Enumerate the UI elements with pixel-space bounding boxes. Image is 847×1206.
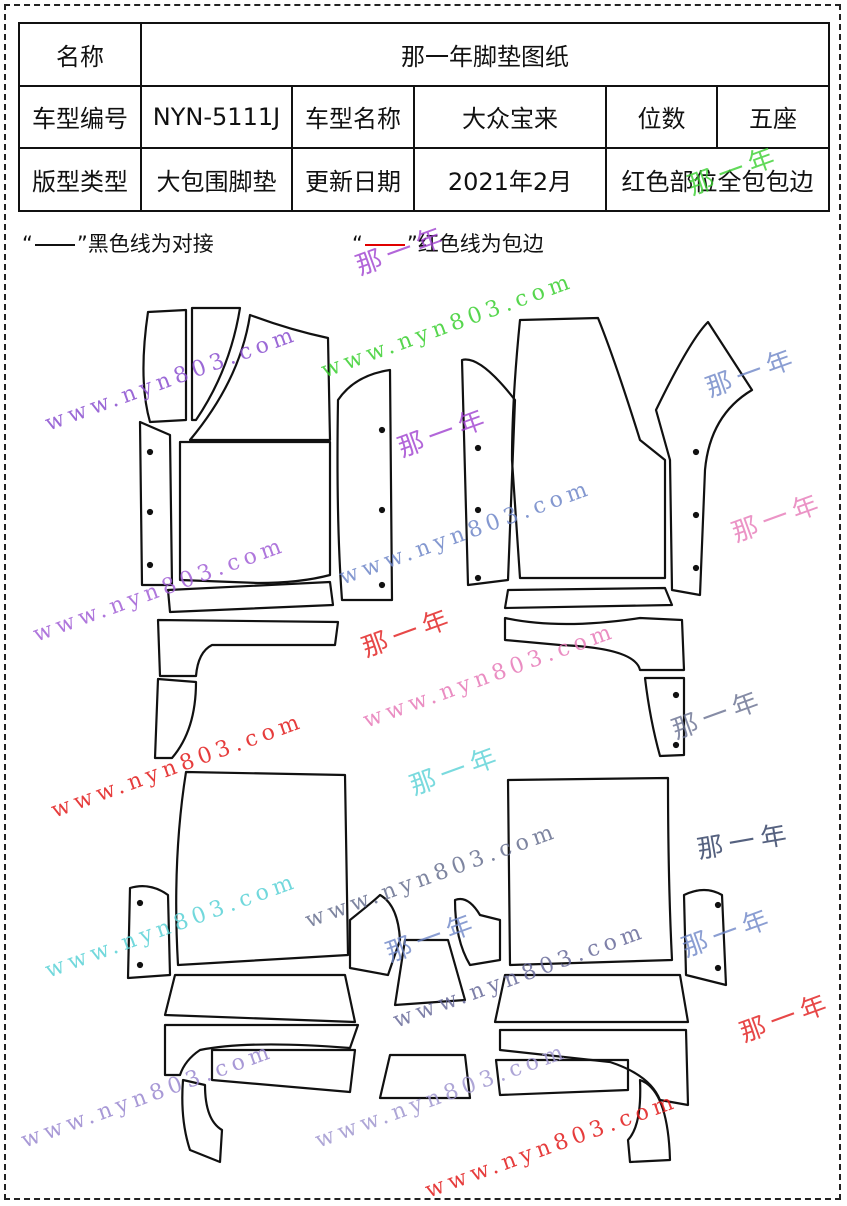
date-value: 2021年2月 [413, 147, 607, 212]
mat-piece [378, 1053, 472, 1100]
mat-piece [166, 580, 335, 614]
mat-piece [498, 1028, 690, 1107]
black-line-swatch [34, 244, 75, 246]
mat-piece [210, 1048, 357, 1094]
legend-black-open: “ [22, 232, 33, 256]
mat-piece [503, 616, 686, 672]
mat-hole [146, 448, 154, 456]
model-no-value: NYN-5111J [140, 84, 293, 150]
name-label: 名称 [18, 22, 142, 87]
legend-red-text: ”红色线为包边 [406, 232, 544, 256]
mat-piece [493, 973, 690, 1024]
mat-hole [146, 561, 154, 569]
mat-piece [453, 897, 502, 967]
mat-piece [138, 420, 174, 587]
mat-hole [378, 426, 386, 434]
legend-red-open: “ [352, 232, 363, 256]
mat-hole [692, 511, 700, 519]
name-value: 那一年脚垫图纸 [140, 22, 830, 87]
front-left-mats [138, 306, 394, 760]
front-right-mats [460, 316, 754, 758]
mat-hole [146, 508, 154, 516]
mat-piece [181, 1078, 224, 1164]
mat-hole [672, 691, 680, 699]
mat-piece [503, 586, 674, 610]
mat-piece [163, 1023, 360, 1077]
mat-hole [474, 574, 482, 582]
spec-row-type: 版型类型 大包围脚垫 更新日期 2021年2月 红色部位全包包边 [18, 147, 830, 212]
mat-piece [142, 308, 188, 424]
mat-hole [136, 899, 144, 907]
mat-piece [393, 938, 467, 1007]
mat-piece [506, 776, 674, 967]
mat-piece [190, 306, 242, 422]
spec-row-model: 车型编号 NYN-5111J 车型名称 大众宝来 位数 五座 [18, 84, 830, 150]
mat-hole [378, 506, 386, 514]
mat-piece [178, 440, 332, 585]
red-line-swatch [364, 244, 405, 246]
legend-red: “ ”红色线为包边 [352, 228, 544, 258]
mat-piece [348, 893, 402, 977]
mat-piece [682, 888, 728, 987]
mat-hole [692, 448, 700, 456]
mat-piece [188, 313, 332, 442]
legend-black-text: ”黑色线为对接 [76, 232, 214, 256]
mat-hole [136, 961, 144, 969]
mat-piece [643, 676, 686, 758]
mat-hole [672, 741, 680, 749]
mat-piece [510, 316, 667, 580]
type-label: 版型类型 [18, 147, 142, 212]
seats-label: 位数 [605, 84, 718, 150]
mat-piece [336, 368, 394, 602]
spec-table: 名称 那一年脚垫图纸 车型编号 NYN-5111J 车型名称 大众宝来 位数 五… [18, 22, 830, 212]
mat-piece [175, 770, 350, 967]
mat-hole [474, 506, 482, 514]
model-name-label: 车型名称 [291, 84, 415, 150]
type-value: 大包围脚垫 [140, 147, 293, 212]
page-border [4, 4, 841, 1200]
date-label: 更新日期 [291, 147, 415, 212]
mat-piece [494, 1058, 630, 1097]
legend-black: “ ”黑色线为对接 [22, 228, 214, 258]
mat-piece [126, 885, 172, 980]
note-value: 红色部位全包包边 [605, 147, 830, 212]
spec-row-title: 名称 那一年脚垫图纸 [18, 22, 830, 87]
rear-mats [126, 770, 728, 1164]
mat-hole [714, 901, 722, 909]
mat-hole [474, 444, 482, 452]
mat-hole [378, 581, 386, 589]
mat-piece [626, 1078, 672, 1164]
mat-piece [654, 320, 754, 597]
mat-piece [156, 618, 340, 678]
mat-piece [460, 358, 517, 587]
mat-piece [153, 677, 198, 760]
seats-value: 五座 [716, 84, 830, 150]
model-name-value: 大众宝来 [413, 84, 607, 150]
mat-hole [692, 564, 700, 572]
mat-hole [714, 964, 722, 972]
mat-piece [163, 973, 357, 1024]
model-no-label: 车型编号 [18, 84, 142, 150]
